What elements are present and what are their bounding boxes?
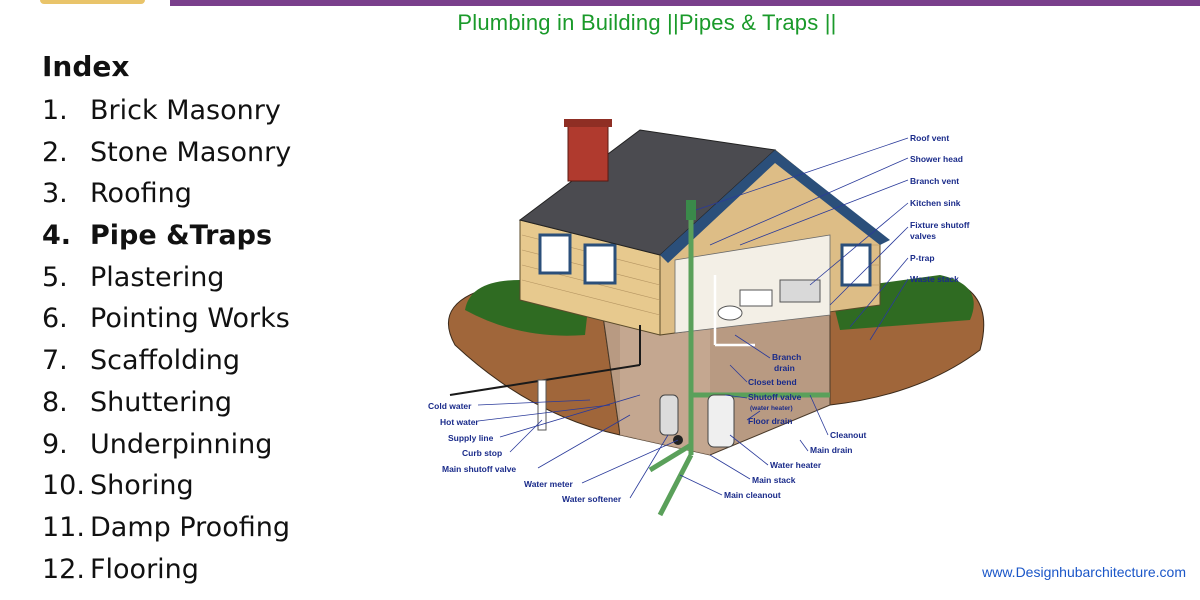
label-shutoff-valve-2: (water heater) (750, 405, 793, 412)
label-main-cleanout: Main cleanout (724, 490, 781, 500)
window-left-1 (538, 233, 572, 275)
water-softener (659, 394, 679, 436)
label-shutoff-valve-1: Shutoff valve (748, 392, 802, 402)
kitchen-counter (779, 279, 821, 303)
label-water-heater: Water heater (770, 460, 822, 470)
logo-strip (40, 0, 145, 4)
label-fixture-shutoff-2: valves (910, 231, 936, 241)
index-item-scaffolding: 7.Scaffolding (42, 345, 241, 377)
index-item-brick-masonry: 1.Brick Masonry (42, 95, 281, 126)
label-waste-stack: Waste stack (910, 274, 959, 284)
index-item-stone-masonry: 2.Stone Masonry (42, 136, 292, 168)
label-shower-head: Shower head (910, 154, 963, 164)
index-item-roofing: 3.Roofing (42, 178, 192, 210)
website-url: www.Designhubarchitecture.com (982, 564, 1186, 580)
curb-stop-riser (537, 379, 547, 431)
index-heading: Index (42, 50, 130, 83)
leader-lines (477, 137, 909, 499)
label-water-softener: Water softener (562, 494, 622, 504)
index-item-pointing-works: 6.Pointing Works (42, 303, 290, 335)
label-main-shutoff-valve: Main shutoff valve (442, 464, 516, 474)
toilet (717, 305, 743, 321)
supply-pipes-hot (713, 275, 755, 347)
label-closet-bend: Closet bend (748, 377, 797, 387)
label-roof-vent: Roof vent (910, 133, 949, 143)
label-main-drain: Main drain (810, 445, 853, 455)
label-branch-vent: Branch vent (910, 176, 959, 186)
index-item-underpinning: 9.Underpinning (42, 428, 273, 460)
index-list: 1.Brick Masonry 2.Stone Masonry 3.Roofin… (42, 90, 291, 590)
label-cleanout: Cleanout (830, 430, 867, 440)
slide-title: Plumbing in Building ||Pipes & Traps || (457, 10, 837, 35)
index-item-pipe-traps: 4.Pipe &Traps (42, 220, 273, 252)
label-hot-water: Hot water (440, 417, 479, 427)
label-main-stack: Main stack (752, 475, 796, 485)
top-accent-bar (170, 0, 1200, 6)
label-branch-drain-2: drain (774, 363, 795, 373)
chimney-cap (564, 119, 612, 127)
chimney (567, 122, 609, 182)
index-item-damp-proofing: 11.Damp Proofing (42, 511, 290, 543)
label-p-trap: P-trap (910, 253, 935, 263)
label-kitchen-sink: Kitchen sink (910, 198, 961, 208)
index-item-plastering: 5.Plastering (42, 261, 225, 293)
window-left-2 (583, 243, 617, 285)
label-floor-drain: Floor drain (748, 416, 792, 426)
plumbing-house-diagram: Roof vent Shower head Branch vent Kitche… (428, 119, 985, 517)
label-fixture-shutoff-1: Fixture shutoff (910, 220, 970, 230)
label-curb-stop: Curb stop (462, 448, 502, 458)
label-cold-water: Cold water (428, 401, 472, 411)
label-branch-drain-1: Branch (772, 352, 801, 362)
bathtub (739, 289, 773, 307)
index-item-shuttering: 8.Shuttering (42, 386, 233, 418)
label-water-meter: Water meter (524, 479, 574, 489)
water-heater (707, 394, 735, 448)
index-item-flooring: 12.Flooring (42, 553, 199, 585)
label-supply-line: Supply line (448, 433, 494, 443)
index-item-shoring: 10.Shoring (42, 470, 194, 502)
roof-gable-edge (660, 150, 890, 263)
basement-front-wall (620, 295, 710, 455)
roof-vent (686, 200, 696, 220)
